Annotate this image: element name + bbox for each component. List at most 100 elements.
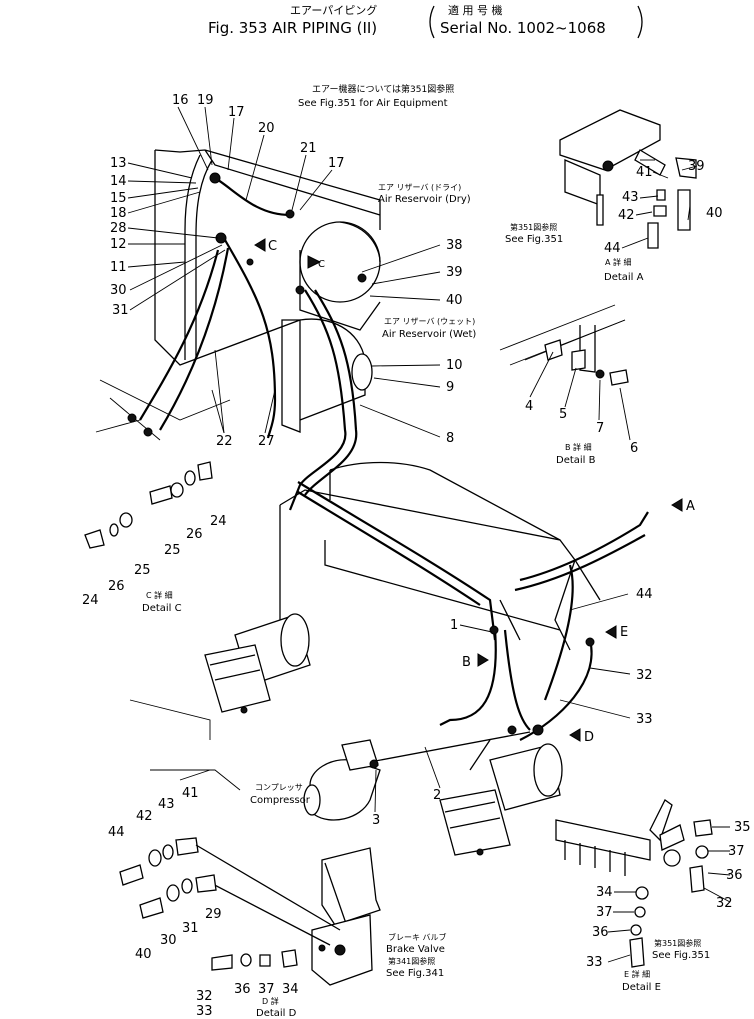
callout-20: 20 [258, 121, 275, 136]
view-marker-c: C [268, 239, 277, 254]
brake-ref-jp: 第341図参照 [388, 956, 435, 966]
detail-e-title: Detail E [622, 982, 661, 993]
view-marker-b: B [462, 655, 471, 670]
detail-a [559, 109, 697, 249]
reservoir-wet-label: Air Reservoir (Wet) [382, 329, 476, 340]
view-arrow-c [254, 238, 266, 252]
serial-bracket-right [637, 5, 643, 39]
brake-ref: See Fig.341 [386, 968, 444, 979]
callout-17b: 17 [328, 156, 345, 171]
callout-1: 1 [450, 618, 458, 633]
callout-16: 16 [172, 93, 189, 108]
reservoir-wet-jp: エア リザーバ (ウェット) [384, 317, 475, 326]
fig351-e: See Fig.351 [652, 950, 710, 961]
callout-40: 40 [446, 293, 463, 308]
callout-34: 34 [282, 982, 299, 997]
callout-44: 44 [636, 587, 653, 602]
lower-pipes [369, 511, 649, 771]
callout-36c: 36 [592, 925, 609, 940]
callout-32c: 32 [716, 896, 733, 911]
detail-d [119, 837, 341, 971]
detail-b [499, 304, 629, 386]
callout-4: 4 [525, 399, 533, 414]
callout-30: 30 [110, 283, 127, 298]
view-marker-c2: C [318, 259, 325, 270]
callout-41b: 41 [182, 786, 199, 801]
callout-44b: 44 [604, 241, 621, 256]
detail-c-title: Detail C [142, 603, 182, 614]
detail-d-title: Detail D [256, 1008, 297, 1019]
view-marker-a: A [686, 499, 695, 514]
air-reservoir-dry [299, 221, 381, 331]
title-jp: エアーパイピング [290, 3, 377, 17]
brake-valve-assembly [311, 847, 381, 986]
left-pump-assembly [204, 613, 311, 714]
callout-33b: 33 [196, 1004, 213, 1019]
callout-42: 42 [618, 208, 635, 223]
callout-27: 27 [258, 434, 275, 449]
detail-a-title: Detail A [604, 272, 644, 283]
compressor [303, 739, 381, 821]
callout-33: 33 [636, 712, 653, 727]
callout-21: 21 [300, 141, 317, 156]
callout-14: 14 [110, 174, 127, 189]
leader-lines [127, 106, 731, 963]
callout-32b: 32 [196, 989, 213, 1004]
air-equipment-note-jp: エアー機器については第351図参照 [312, 83, 454, 95]
callout-18: 18 [110, 206, 127, 221]
callout-9: 9 [446, 380, 454, 395]
callout-36: 36 [234, 982, 251, 997]
fig351-a: See Fig.351 [505, 234, 563, 245]
callout-38: 38 [446, 238, 463, 253]
callout-12: 12 [110, 237, 127, 252]
detail-c-jp: C 詳 細 [146, 590, 173, 600]
callout-43b: 43 [158, 797, 175, 812]
callout-28: 28 [110, 221, 127, 236]
callout-numbers: 16 19 17 20 21 17 13 14 15 18 28 12 11 3… [82, 93, 751, 1019]
callout-37b: 37 [728, 844, 745, 859]
detail-b-title: Detail B [556, 455, 596, 466]
callout-33c: 33 [586, 955, 603, 970]
machine-body [129, 461, 601, 791]
serial-bracket-left [429, 5, 435, 39]
callout-37: 37 [258, 982, 275, 997]
detail-d-jp: D 詳 [262, 996, 279, 1006]
callout-15: 15 [110, 191, 127, 206]
callout-37c: 37 [596, 905, 613, 920]
callout-3: 3 [372, 813, 380, 828]
callout-22: 22 [216, 434, 233, 449]
serial-range: Serial No. 1002~1068 [440, 19, 606, 37]
fig351-jp-a: 第351図参照 [510, 222, 557, 232]
callout-32: 32 [636, 668, 653, 683]
callout-31: 31 [112, 303, 129, 318]
callout-8: 8 [446, 431, 454, 446]
compressor-label: Compressor [250, 795, 311, 806]
callout-43: 43 [622, 190, 639, 205]
header: エアーパイピング Fig. 353 AIR PIPING (II) 適 用 号 … [208, 3, 643, 39]
serial-jp: 適 用 号 機 [448, 3, 503, 17]
view-arrow-b [477, 653, 489, 667]
detail-e [555, 799, 713, 968]
callout-39b: 39 [688, 159, 705, 174]
callout-41: 41 [636, 165, 653, 180]
callout-7: 7 [596, 421, 604, 436]
callout-13: 13 [110, 156, 127, 171]
right-pump-assembly [439, 743, 563, 856]
callout-26a: 26 [186, 527, 203, 542]
air-reservoir-wet [281, 318, 373, 433]
callout-39: 39 [446, 265, 463, 280]
detail-b-jp: B 詳 細 [565, 442, 592, 452]
view-arrow-e [605, 625, 617, 639]
callout-17: 17 [228, 105, 245, 120]
callout-35: 35 [734, 820, 751, 835]
callout-25a: 25 [164, 543, 181, 558]
air-equipment-note: See Fig.351 for Air Equipment [298, 98, 448, 109]
view-markers: A B C C D E [254, 238, 695, 745]
brake-valve-jp: ブレーキ バルブ [388, 932, 447, 942]
detail-e-jp: E 詳 細 [624, 969, 650, 979]
brake-valve-label: Brake Valve [386, 944, 445, 955]
callout-24b: 24 [82, 593, 99, 608]
view-marker-d: D [584, 730, 594, 745]
detail-c [84, 461, 213, 549]
